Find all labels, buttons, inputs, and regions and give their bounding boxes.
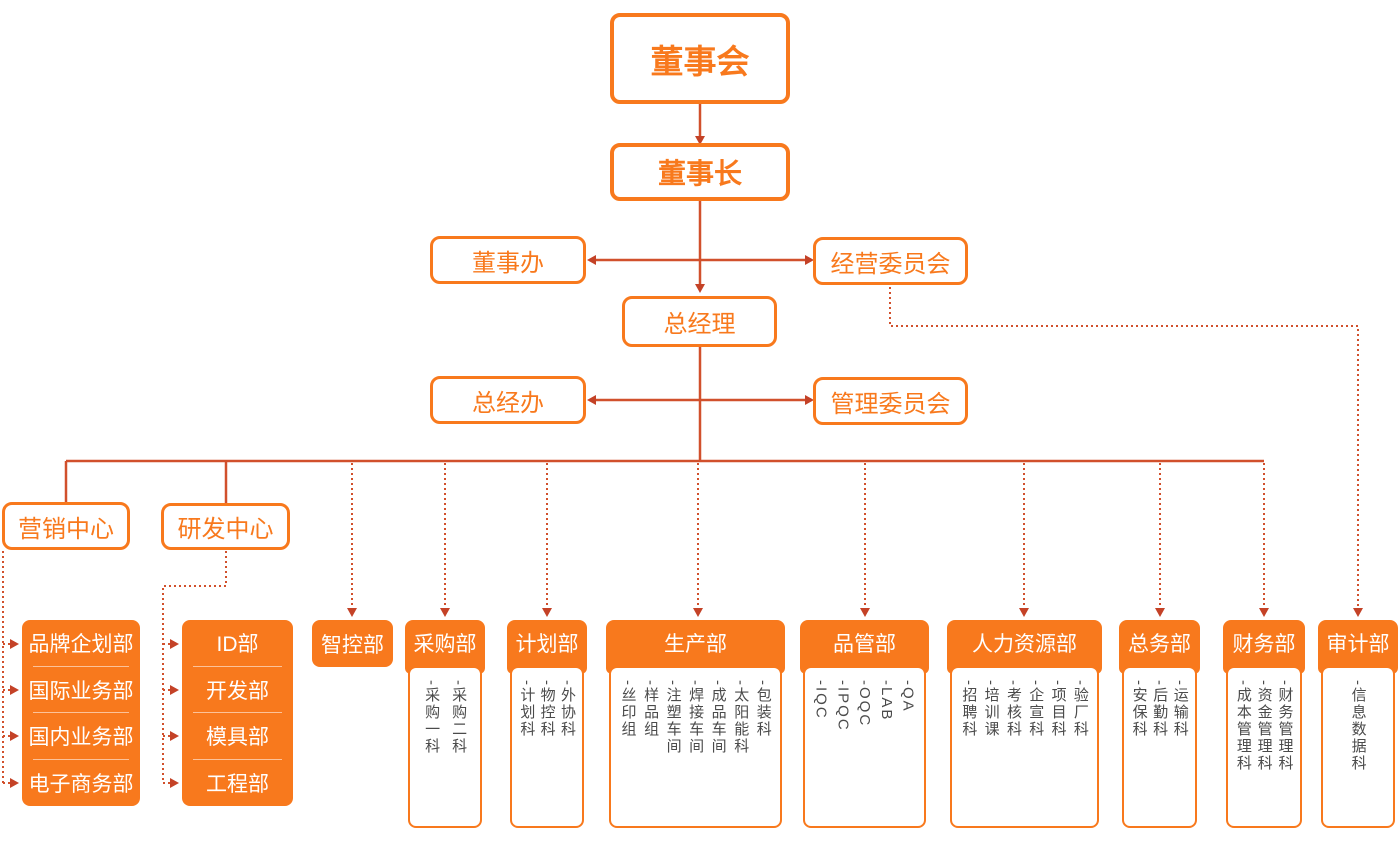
node-board-office: 董事办 bbox=[430, 236, 586, 284]
rd-child-4: 工程部 bbox=[206, 772, 269, 796]
dept-box-5: 品管部 bbox=[800, 620, 929, 674]
dept-body-6: -招聘科-培训课-考核科 -企宣科-项目科-验厂科 bbox=[950, 666, 1099, 828]
node-marketing-center: 营销中心 bbox=[2, 502, 130, 550]
dept-title: 人力资源部 bbox=[972, 633, 1077, 656]
rd-child-3: 模具部 bbox=[182, 713, 293, 760]
marketing-child-4: 电子商务部 bbox=[28, 772, 134, 796]
dept-body-4: -丝印组 -样品组-注塑车间 -焊接车间-成品车间 -太阳能科-包装科 bbox=[609, 666, 782, 828]
dept-section: -招聘科 bbox=[960, 680, 978, 738]
node-management-committee: 管理委员会 bbox=[813, 377, 968, 425]
marketing-children-box: 品牌企划部国际业务部国内业务部电子商务部 bbox=[22, 620, 140, 806]
marketing-child-1: 品牌企划部 bbox=[22, 620, 140, 667]
dept-section: -物控科 bbox=[538, 680, 556, 738]
dept-section: -项目科 bbox=[1049, 680, 1067, 738]
dept-title: 审计部 bbox=[1326, 633, 1390, 656]
dept-section: -OQC bbox=[856, 680, 874, 728]
dept-section: -QA bbox=[899, 680, 917, 713]
dept-box-1: 智控部 bbox=[312, 620, 393, 667]
rd-children-box: ID部开发部模具部工程部 bbox=[182, 620, 293, 806]
dept-section: -丝印组 bbox=[619, 680, 637, 738]
dept-section: -外协科 bbox=[558, 680, 576, 738]
dept-section: -计划科 bbox=[518, 680, 536, 738]
node-gm-office: 总经办 bbox=[430, 376, 586, 424]
dept-section: -焊接车间 bbox=[687, 680, 705, 755]
marketing-child-3: 国内业务部 bbox=[22, 713, 140, 760]
node-operating-committee: 经营委员会 bbox=[813, 237, 968, 285]
dept-title: 计划部 bbox=[515, 633, 579, 656]
dept-box-8: 财务部 bbox=[1223, 620, 1305, 674]
dept-box-2: 采购部 bbox=[405, 620, 485, 674]
dept-section: -IQC bbox=[812, 680, 830, 720]
dept-title: 采购部 bbox=[413, 633, 477, 656]
marketing-child-2: 国际业务部 bbox=[22, 667, 140, 714]
dept-section: -太阳能科 bbox=[732, 680, 750, 755]
dept-section: -信息数据科 bbox=[1349, 680, 1367, 772]
dept-section: -验厂科 bbox=[1071, 680, 1089, 738]
dept-title: 品管部 bbox=[833, 633, 896, 656]
dept-body-2: -采购一科 -采购二科 bbox=[408, 666, 482, 828]
dept-box-3: 计划部 bbox=[507, 620, 587, 674]
dept-box-4: 生产部 bbox=[606, 620, 785, 674]
dept-section: -成本管理科 bbox=[1234, 680, 1252, 772]
dept-title: 财务部 bbox=[1232, 633, 1296, 656]
rd-child-2: 开发部 bbox=[182, 667, 293, 714]
node-general-manager: 总经理 bbox=[622, 296, 777, 347]
dept-body-8: -成本管理科-资金管理科-财务管理科 bbox=[1226, 666, 1302, 828]
dept-title: 智控部 bbox=[321, 633, 384, 657]
dept-section: -注塑车间 bbox=[664, 680, 682, 755]
dept-box-9: 审计部 bbox=[1318, 620, 1398, 674]
dept-section: -成品车间 bbox=[709, 680, 727, 755]
dept-box-6: 人力资源部 bbox=[947, 620, 1102, 674]
node-chairman: 董事长 bbox=[610, 143, 790, 201]
dept-body-3: -计划科-物控科-外协科 bbox=[510, 666, 584, 828]
dept-section: -采购一科 bbox=[423, 680, 441, 755]
dept-section: -考核科 bbox=[1004, 680, 1022, 738]
dept-section: -安保科 bbox=[1130, 680, 1148, 738]
dept-section: -资金管理科 bbox=[1255, 680, 1273, 772]
dept-body-7: -安保科-后勤科-运输科 bbox=[1122, 666, 1197, 828]
dept-section: -样品组 bbox=[642, 680, 660, 738]
marketing-children-rows: 品牌企划部国际业务部国内业务部电子商务部 bbox=[22, 620, 140, 806]
dept-section: -包装科 bbox=[754, 680, 772, 738]
dept-section: -LAB bbox=[877, 680, 895, 722]
dept-section: -后勤科 bbox=[1151, 680, 1169, 738]
rd-child-1: ID部 bbox=[182, 620, 293, 667]
node-board: 董事会 bbox=[610, 13, 790, 104]
node-rd-center: 研发中心 bbox=[161, 503, 290, 550]
rd-children-rows: ID部开发部模具部工程部 bbox=[182, 620, 293, 806]
dept-section: -采购二科 bbox=[450, 680, 468, 755]
dept-section: -运输科 bbox=[1171, 680, 1189, 738]
dept-section: -企宣科 bbox=[1027, 680, 1045, 738]
dept-body-5: -IQC-IPQC-OQC-LAB-QA bbox=[803, 666, 926, 828]
dept-section: -培训课 bbox=[982, 680, 1000, 738]
dept-title: 生产部 bbox=[664, 633, 727, 656]
dept-section: -财务管理科 bbox=[1276, 680, 1294, 772]
dept-box-7: 总务部 bbox=[1119, 620, 1200, 674]
dept-section: -IPQC bbox=[834, 680, 852, 732]
dept-title: 总务部 bbox=[1128, 633, 1191, 656]
dept-body-9: -信息数据科 bbox=[1321, 666, 1395, 828]
